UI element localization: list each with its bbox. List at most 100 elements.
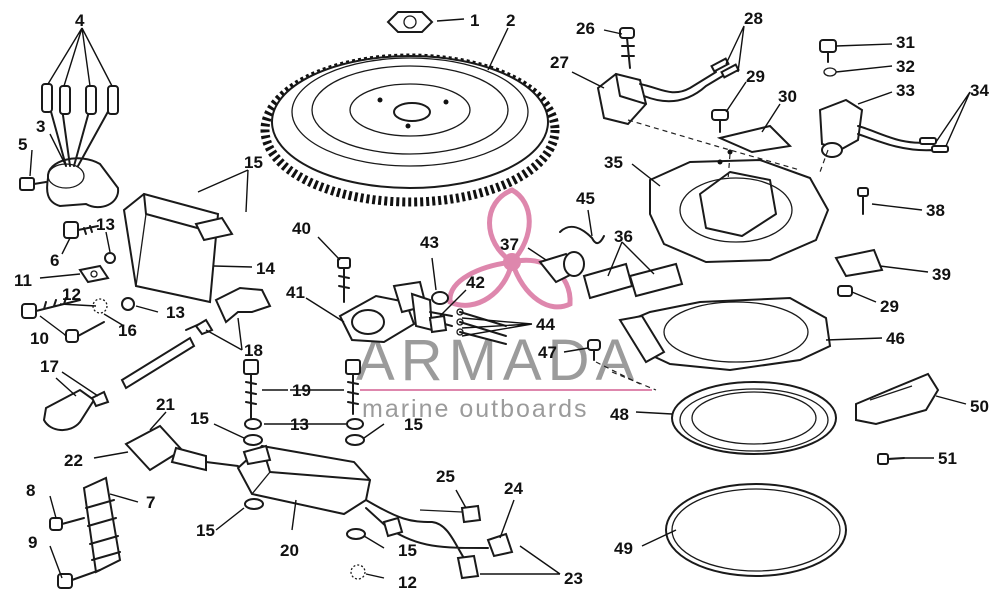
ring-48	[671, 381, 837, 455]
callout-34: 34	[970, 81, 989, 100]
callout-44: 44	[536, 315, 555, 334]
callout-10: 10	[30, 329, 49, 348]
callout-51: 51	[938, 449, 957, 468]
screw-29-top	[711, 109, 729, 133]
callout-30: 30	[778, 87, 797, 106]
callout-21: 21	[156, 395, 175, 414]
ignition-coil-assembly	[41, 83, 120, 209]
callout-36: 36	[614, 227, 633, 246]
callout-49: 49	[614, 539, 633, 558]
callout-6: 6	[50, 251, 59, 270]
callout-32: 32	[896, 57, 915, 76]
coil-screw	[19, 177, 47, 191]
counterweight-50	[855, 372, 940, 426]
callout-11: 11	[14, 271, 32, 290]
ring-43	[431, 291, 449, 305]
power-pack-20	[236, 444, 372, 516]
screw-26	[619, 27, 635, 69]
lockwasher-12-bottom	[350, 564, 366, 580]
callout-3: 3	[36, 117, 45, 136]
watermark-logo: ARMADA marine outboards	[356, 187, 652, 423]
callout-29b: 29	[880, 297, 899, 316]
callout-2: 2	[506, 11, 515, 30]
callout-38: 38	[926, 201, 945, 220]
watermark-subtitle: marine outboards	[362, 395, 589, 423]
callout-labels: 1 2 3 4 5 6 7 8 9 10 11 12 12 13 13 13 1…	[14, 9, 989, 592]
callout-25: 25	[436, 467, 455, 486]
callout-16: 16	[118, 321, 137, 340]
plate-30	[716, 124, 793, 154]
terminal-25	[419, 504, 482, 524]
sensor-41	[338, 280, 453, 344]
callout-15b: 15	[190, 409, 209, 428]
sensor-21-22	[124, 424, 239, 472]
bolt-19	[243, 359, 361, 419]
clip-42	[428, 314, 448, 334]
callout-17: 17	[40, 357, 59, 376]
callout-41: 41	[286, 283, 305, 302]
callout-24: 24	[504, 479, 523, 498]
washer-13	[121, 297, 135, 311]
wire-harness-23	[365, 499, 514, 580]
screw-40	[337, 257, 351, 303]
screw-51	[877, 453, 905, 465]
callout-40: 40	[292, 219, 311, 238]
callout-9: 9	[28, 533, 37, 552]
callout-5: 5	[18, 135, 27, 154]
callout-15a: 15	[244, 153, 263, 172]
callout-26: 26	[576, 19, 595, 38]
plate-39	[834, 248, 884, 278]
callout-22: 22	[64, 451, 83, 470]
screw-9	[57, 569, 101, 589]
callout-31: 31	[896, 33, 915, 52]
watermark-title: ARMADA	[356, 328, 640, 393]
screw-31	[819, 39, 837, 77]
callout-13c: 13	[290, 415, 309, 434]
callout-37: 37	[500, 235, 519, 254]
flywheel	[260, 53, 560, 207]
screw-38	[857, 187, 869, 215]
screw-10	[21, 297, 105, 343]
callout-4: 4	[75, 11, 85, 30]
coil-33	[818, 98, 949, 158]
alignment-lines	[595, 119, 829, 391]
callout-50: 50	[970, 397, 989, 416]
callout-27: 27	[550, 53, 569, 72]
flywheel-nut	[386, 11, 434, 33]
callout-29a: 29	[746, 67, 765, 86]
spring-45	[559, 225, 605, 244]
power-pack-14	[104, 192, 234, 304]
callout-15c: 15	[404, 415, 423, 434]
callout-35: 35	[604, 153, 623, 172]
callout-14: 14	[256, 259, 275, 278]
callout-23: 23	[564, 569, 583, 588]
callout-1: 1	[470, 11, 479, 30]
screw-8	[49, 517, 85, 531]
connector-37	[538, 251, 585, 284]
spark-plug-boot-17	[42, 388, 110, 431]
retaining-ring-49	[665, 483, 847, 577]
callout-46: 46	[886, 329, 905, 348]
callout-28: 28	[744, 9, 763, 28]
callout-19: 19	[292, 381, 311, 400]
callout-15e: 15	[398, 541, 417, 560]
retainer-plate-46	[618, 296, 832, 372]
terminal-block-7	[82, 476, 122, 574]
callout-12a: 12	[62, 285, 81, 304]
sleeves-36	[582, 262, 684, 300]
callout-18: 18	[244, 341, 263, 360]
callout-42: 42	[466, 273, 485, 292]
terminals-44	[456, 308, 507, 345]
callout-33: 33	[896, 81, 915, 100]
armature-plate-35	[649, 149, 830, 264]
callout-8: 8	[26, 481, 35, 500]
bolt-6	[63, 221, 99, 239]
callout-15d: 15	[196, 521, 215, 540]
callout-43: 43	[420, 233, 439, 252]
callout-47: 47	[538, 343, 557, 362]
callout-13a: 13	[96, 215, 115, 234]
screw-47	[587, 339, 601, 361]
callout-7: 7	[146, 493, 155, 512]
callout-39: 39	[932, 265, 951, 284]
